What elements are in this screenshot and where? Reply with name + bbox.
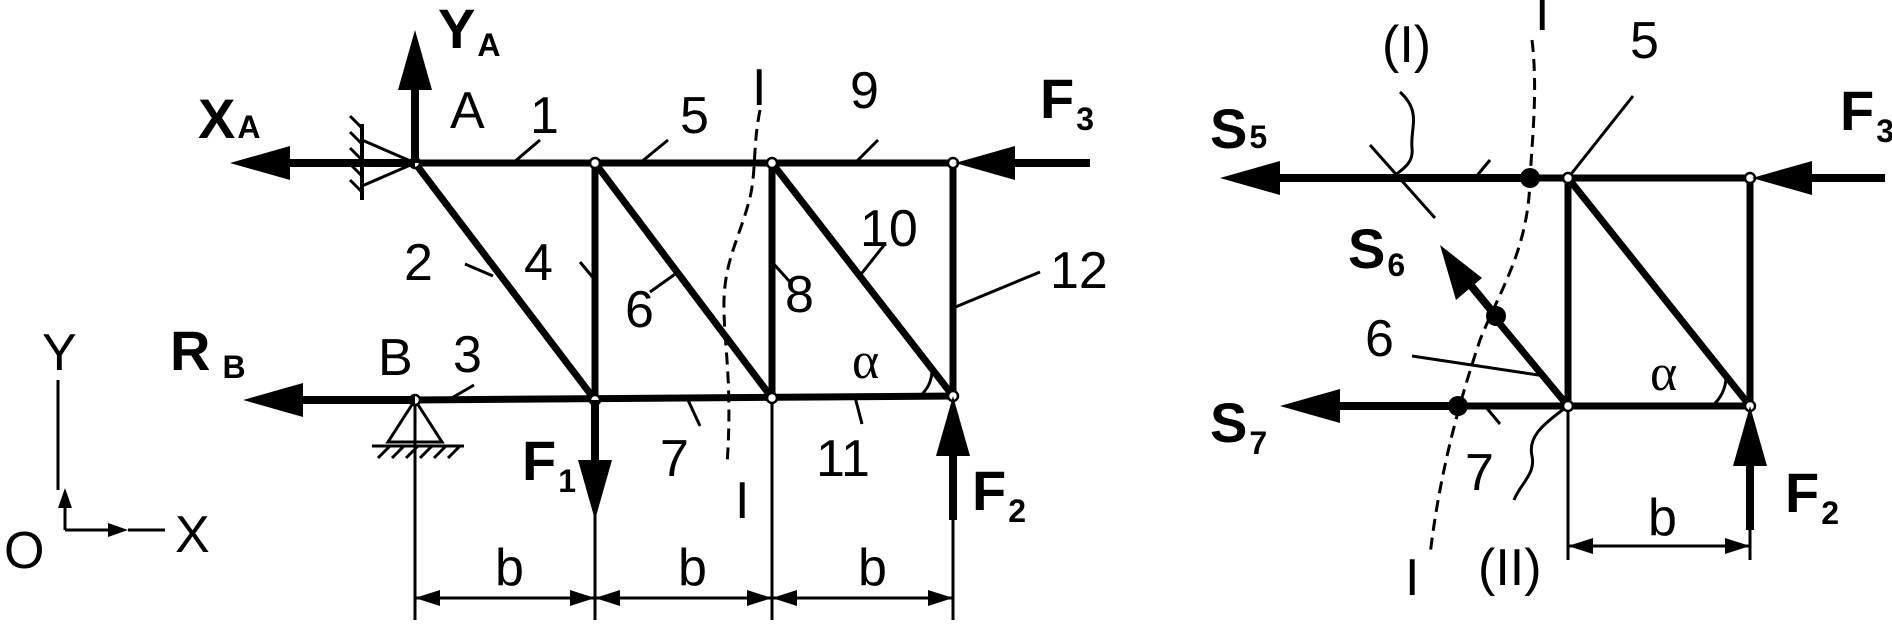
member-6-stub xyxy=(1492,315,1571,409)
label-angle-left: α xyxy=(852,333,879,390)
section-line-right xyxy=(1428,39,1537,556)
label-xa: XA xyxy=(198,87,260,150)
label-f3-right: F3 xyxy=(1840,79,1892,149)
member-diagonal-10 xyxy=(1565,175,1753,409)
member-2 xyxy=(412,160,598,403)
label-s5: S5 xyxy=(1210,97,1267,160)
arrow-f2r-head xyxy=(1733,406,1767,466)
force-arrows-left xyxy=(230,30,1090,520)
dimension-arrowheads-right xyxy=(1568,538,1750,554)
label-member-5-right: 5 xyxy=(1630,12,1659,70)
angle-arc-right xyxy=(1711,375,1728,408)
label-f2: F2 xyxy=(972,459,1026,529)
label-axis-origin: O xyxy=(4,522,44,580)
arrow-f2-head xyxy=(936,396,970,456)
label-member-11: 11 xyxy=(816,430,870,488)
label-member-8: 8 xyxy=(785,266,814,324)
x-axis-arrow-head xyxy=(108,523,128,537)
label-cut-i: (I) xyxy=(1382,16,1431,74)
angle-arc-left xyxy=(918,371,934,398)
joints-right xyxy=(1561,171,1757,413)
member-10 xyxy=(769,160,956,399)
label-member-7-right: 7 xyxy=(1465,444,1494,502)
label-f2-right: F2 xyxy=(1785,461,1839,531)
label-section-top-left: I xyxy=(752,59,766,117)
label-section-bottom-left: I xyxy=(735,472,749,530)
label-f1: F1 xyxy=(522,429,576,499)
label-s6: S6 xyxy=(1348,217,1405,283)
arrow-f1-head xyxy=(578,460,612,520)
cut-i-leader xyxy=(1390,90,1415,180)
y-axis-arrow-head xyxy=(58,488,72,508)
label-cut-ii: (II) xyxy=(1478,539,1542,597)
label-member-3: 3 xyxy=(453,326,482,384)
label-member-4: 4 xyxy=(524,234,553,292)
axes xyxy=(56,380,165,537)
label-member-12: 12 xyxy=(1050,242,1108,300)
arrow-f3-head xyxy=(955,146,1015,180)
joint-top-2 xyxy=(588,156,602,170)
arrow-rb-head xyxy=(243,383,303,417)
label-section-bottom-right: I xyxy=(1405,549,1419,607)
right-truss xyxy=(1368,39,1754,560)
label-member-5: 5 xyxy=(680,87,709,145)
label-dim-3: b xyxy=(858,539,887,597)
label-member-1: 1 xyxy=(530,87,559,145)
member-bottom-chord xyxy=(414,392,956,404)
label-member-6: 6 xyxy=(625,281,654,339)
label-member-9: 9 xyxy=(850,62,879,120)
arrow-s6-head xyxy=(1440,245,1482,300)
label-dim-1: b xyxy=(495,539,524,597)
label-member-10: 10 xyxy=(860,200,918,258)
support-b-hatch xyxy=(376,444,462,460)
joint-top-3 xyxy=(765,156,779,170)
member-6 xyxy=(592,160,775,401)
label-ya: YA xyxy=(438,0,500,63)
label-dim-right: b xyxy=(1648,489,1677,547)
label-node-b: B xyxy=(378,329,413,387)
joint-bottom-3 xyxy=(765,391,779,405)
member-leaders xyxy=(449,138,1041,427)
label-member-2: 2 xyxy=(404,234,433,292)
label-axis-x: X xyxy=(175,506,210,564)
arrow-f3r-head xyxy=(1752,161,1812,195)
dimension-arrowheads-left xyxy=(415,590,953,606)
label-axis-y: Y xyxy=(42,324,77,382)
label-member-6-right: 6 xyxy=(1365,310,1394,368)
label-section-top-right: I xyxy=(1535,0,1549,42)
force-arrows-right xyxy=(1220,161,1885,530)
arrow-s7-head xyxy=(1280,389,1340,423)
label-s7: S7 xyxy=(1210,391,1267,461)
label-node-a: A xyxy=(450,82,485,140)
label-angle-right: α xyxy=(1650,345,1677,402)
cut-ii-leader xyxy=(1512,404,1569,501)
arrow-ya-head xyxy=(398,30,432,90)
label-member-7: 7 xyxy=(660,430,689,488)
arrow-xa-head xyxy=(230,146,290,180)
section-line-left xyxy=(722,109,762,466)
label-dim-2: b xyxy=(678,539,707,597)
arrow-s5-head xyxy=(1220,161,1280,195)
label-f3: F3 xyxy=(1040,67,1094,137)
arrow-s6-shaft xyxy=(1464,279,1500,319)
